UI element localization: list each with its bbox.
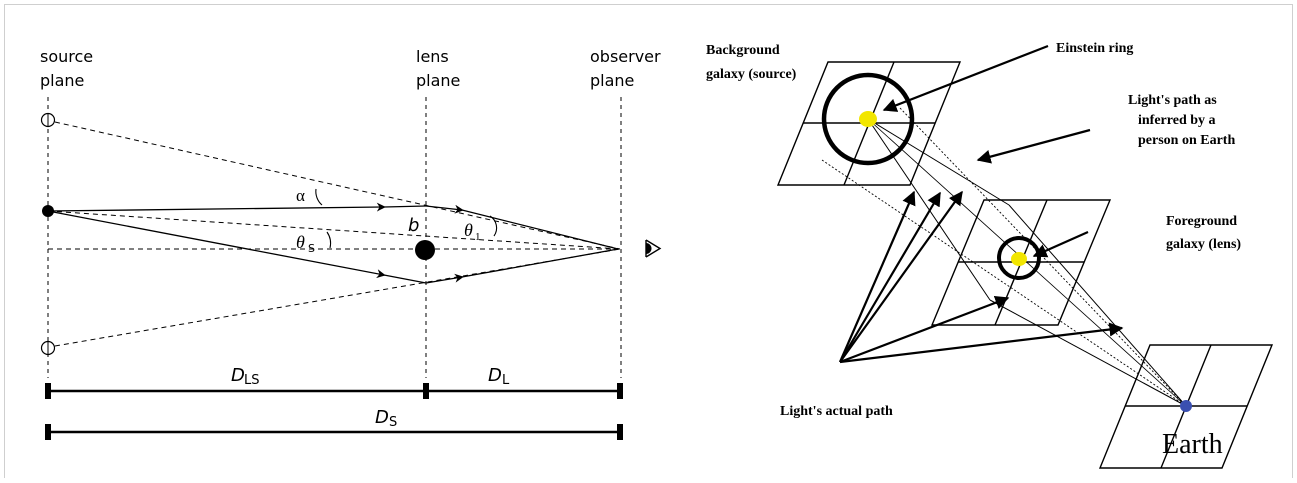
theta-1-subscript: 1 [475,231,481,243]
theta-s-arc [326,231,332,249]
lens-galaxy-center [1011,252,1027,266]
dls-subscript: LS [244,373,260,388]
apparent-ray-upper [54,121,621,250]
annotation-arrows [838,44,1124,364]
left-diagram: source plane lens plane observer plane [40,47,662,440]
bar-top-tick-source [45,383,51,399]
alpha-arc [315,188,323,206]
einstein-ring-label: Einstein ring [1056,41,1133,56]
theta-s-subscript: S [308,242,315,255]
inferred-path-label-2: inferred by a [1138,113,1216,128]
bar-bottom-tick-observer [617,424,623,440]
ray-upper-segment-1b [383,205,427,208]
right-panel-frame [679,4,1293,478]
theta-s-label: θ [296,232,305,252]
background-galaxy-label-1: Background [706,43,780,58]
ray-lower-segment-1a [47,210,386,279]
dl-subscript: L [502,373,510,388]
left-panel-frame [4,4,679,478]
light-paths [821,107,1187,407]
source-plane-label-1: source [40,47,93,66]
alpha-label: α [296,186,305,205]
foreground-galaxy-label-1: Foreground [1166,214,1237,229]
inferred-path-label-3: person on Earth [1138,133,1235,148]
lens-plane-label-1: lens [416,47,449,66]
foreground-galaxy-label-2: galaxy (lens) [1166,237,1241,252]
dls-label: D [231,365,245,386]
earth-label: Earth [1162,429,1223,460]
source-plane-label-2: plane [40,71,84,90]
earth-dot [1180,400,1192,412]
source-galaxy-center [859,111,877,127]
ray-lower-segment-2b [461,248,619,278]
background-galaxy-label-2: galaxy (source) [706,67,797,82]
lens-mass [415,240,435,260]
observer-eye-icon [645,239,662,258]
dl-label: D [488,365,502,386]
ray-lower-segment-1b [383,274,427,284]
einstein-ring [821,72,915,166]
bar-top-tick-observer [617,383,623,399]
right-diagram: Background galaxy (source) Einstein ring… [706,41,1274,469]
observer-plane-label-2: plane [590,71,634,90]
theta-1-label: θ [464,220,473,240]
direct-dashed-line [47,210,621,250]
ray-upper-segment-2b [461,209,619,250]
source-point [42,205,54,217]
actual-path-label: Light's actual path [780,404,893,419]
ds-label: D [375,407,389,428]
theta-1-arc [489,215,498,237]
lens-galaxy-ring [997,236,1041,280]
ray-upper-segment-2a [425,204,464,214]
ray-lower-segment-2a [425,273,464,284]
ray-upper-segment-1a [47,202,386,212]
bar-bottom-tick-source [45,424,51,440]
ds-subscript: S [389,415,397,430]
observer-plane-label-1: observer [590,47,661,66]
impact-parameter-label: b [408,215,419,236]
bar-top-tick-lens [423,383,429,399]
lens-plane-label-2: plane [416,71,460,90]
inferred-path-label-1: Light's path as [1128,93,1217,108]
